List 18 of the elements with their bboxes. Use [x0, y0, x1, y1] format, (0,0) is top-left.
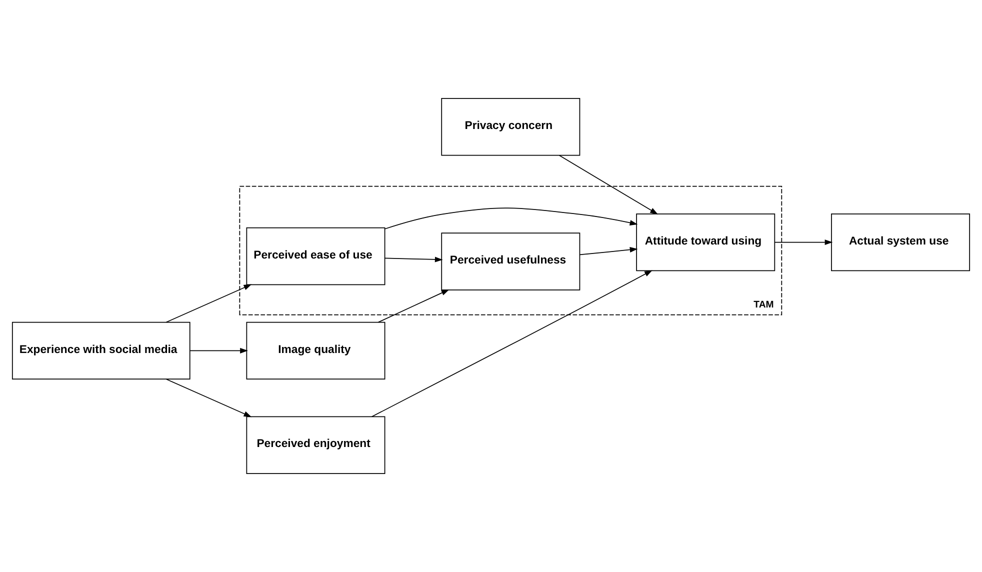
- arrow: [190, 348, 248, 354]
- arrow: [166, 378, 252, 418]
- arrow: [579, 247, 638, 256]
- node-box: Privacy concern: [441, 98, 580, 156]
- node-box: Image quality: [246, 322, 386, 380]
- node-box: Perceived ease of use: [246, 227, 386, 286]
- node-box: Experience with social media: [12, 322, 190, 380]
- arrow: [384, 256, 443, 262]
- node-box: Actual system use: [831, 213, 970, 272]
- arrow: [558, 155, 658, 214]
- node-box: Perceived enjoyment: [246, 416, 386, 474]
- node-box: Attitude toward using: [636, 213, 776, 272]
- arrow: [774, 240, 833, 246]
- node-box: Perceived usefulness: [441, 232, 580, 290]
- arrow: [378, 289, 450, 323]
- arrow: [384, 208, 638, 230]
- arrow: [166, 284, 252, 323]
- arrow: [371, 270, 652, 418]
